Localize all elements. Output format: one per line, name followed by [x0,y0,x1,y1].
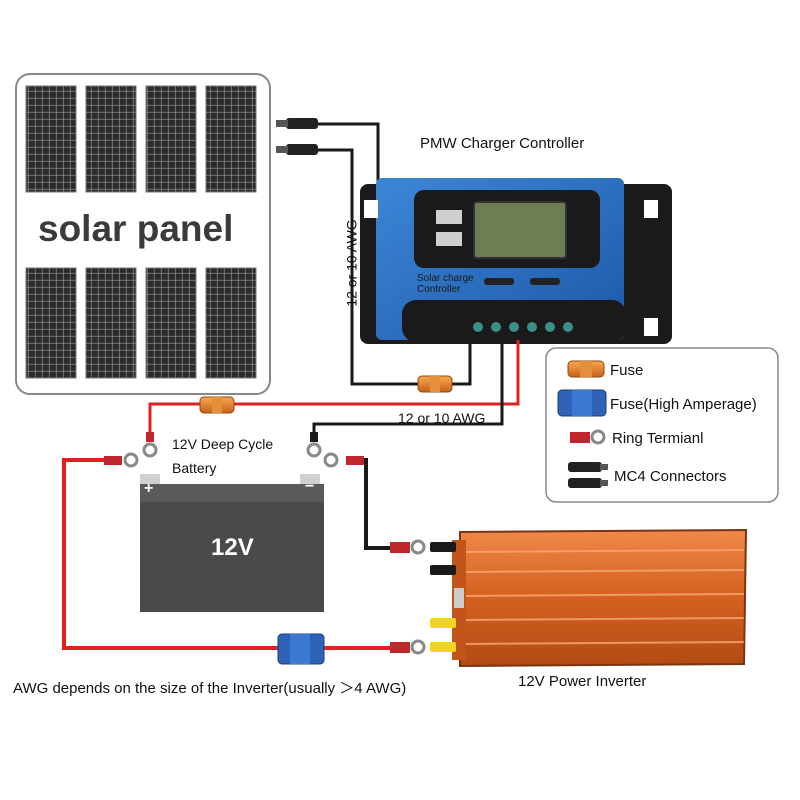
high-amp-fuse [277,633,325,665]
panel-cells-bottom [25,267,257,379]
fuse-icon [567,360,605,378]
controller-fuse [417,375,453,393]
battery-title-line2: Battery [172,460,217,476]
mc4-connector-icon [568,462,608,488]
mc4-connector-icon [276,118,318,155]
ring-terminals-inverter [390,539,426,655]
legend-label-mc4: MC4 Connectors [614,468,727,485]
legend-label-fuse: Fuse [610,362,644,379]
controller-title: PMW Charger Controller [420,135,585,152]
charge-controller [360,178,672,344]
horizontal-awg-label: 12 or 10 AWG [398,410,486,426]
battery-fuse [199,396,235,414]
battery-minus-sign: − [305,478,315,495]
battery-voltage-label: 12V [211,534,254,561]
controller-face-text: Solar charge Controller [417,273,474,295]
ring-terminals-battery [104,432,364,468]
legend-label-ring-terminal: Ring Termianl [612,430,704,447]
inverter-wires [62,458,390,650]
solar-panel-label: solar panel [38,208,234,249]
battery-title-line1: 12V Deep Cycle [172,436,274,452]
high-amp-fuse-icon [557,389,607,417]
battery [140,474,324,612]
ring-terminal-icon [570,429,606,445]
panel-cells-top [25,85,257,193]
legend-label-high-amp-fuse: Fuse(High Amperage) [610,396,757,413]
awg-note: AWG depends on the size of the Inverter(… [13,680,407,697]
legend-box [545,347,779,503]
controller-terminals [473,322,573,332]
vertical-awg-label: 12 or 10 AWG [343,219,360,307]
battery-plus-sign: + [144,480,154,497]
power-inverter [430,528,748,668]
inverter-label: 12V Power Inverter [518,673,647,690]
solar-panel [15,73,271,395]
